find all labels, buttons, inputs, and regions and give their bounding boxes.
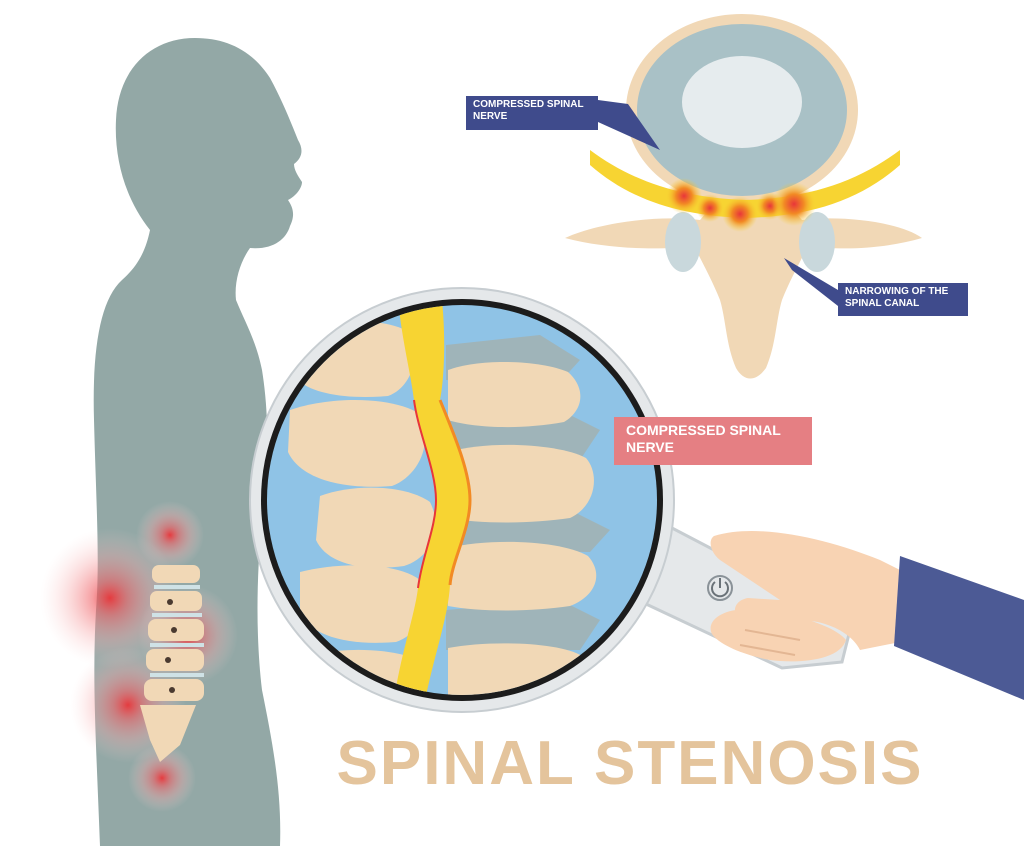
pointer-top bbox=[598, 100, 660, 150]
power-icon bbox=[711, 581, 729, 598]
pointer-narrow bbox=[784, 258, 838, 306]
vertebra-cross-section bbox=[565, 14, 922, 379]
callout-compressed-spinal-nerve-magnified: COMPRESSED SPINAL NERVE bbox=[614, 417, 812, 465]
page-title: SPINAL STENOSIS bbox=[336, 729, 924, 798]
lumbar-spine-small bbox=[140, 565, 204, 762]
callout-compressed-spinal-nerve-top: COMPRESSED SPINAL NERVE bbox=[466, 96, 598, 130]
hand bbox=[710, 531, 1024, 700]
callout-narrowing-of-spinal-canal: NARROWING OF THE SPINAL CANAL bbox=[838, 283, 968, 316]
magnifier-lens bbox=[249, 287, 675, 713]
